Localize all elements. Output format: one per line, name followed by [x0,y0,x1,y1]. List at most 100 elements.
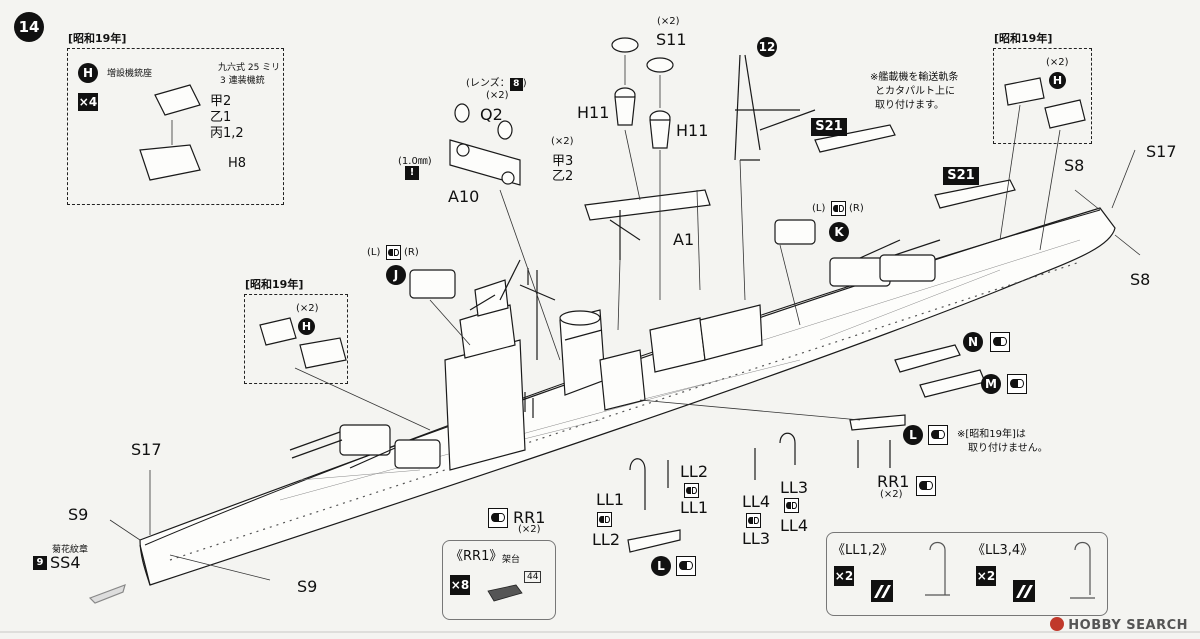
badge-j: J [386,265,406,285]
part-s9-left: S9 [68,505,89,524]
rr1-right-qty: (×2) [880,489,903,500]
q2-qty: (×2) [486,90,509,101]
era-label-top-right: [昭和19年] [994,32,1053,45]
variant-otsu1: 乙1 [210,110,232,125]
lr-icon-k [831,201,846,216]
paint-brush-icon [874,585,891,598]
badge-j-right-label: (R) [404,247,419,258]
lr-icon-ll2-b [684,483,699,498]
ll12-paint-icon [871,580,893,602]
lr-pair-icon-rr1-right [916,476,936,496]
s11-qty: (×2) [657,16,680,27]
turret-parts [409,219,816,299]
rr1-count-badge: ×8 [450,575,470,595]
davit-parts [524,392,891,510]
rail-s21 [814,124,1016,209]
badge-n: N [963,332,983,352]
rr1-part-number: 44 [524,571,542,583]
part-ll2-b: LL2 [680,462,709,481]
part-q2: Q2 [480,105,503,124]
addon-gun-box [67,48,284,205]
s11-h11-parts [611,37,674,149]
ll34-box-title: 《LL3,4》 [972,543,1034,558]
lr-icon-m [1007,374,1027,394]
variant-kou3: 甲3 [552,154,574,169]
bow-direction-arrow [88,584,126,604]
part-s8-top: S8 [1064,156,1085,175]
badge-k: K [829,222,849,242]
drill-icon: ! [405,166,419,180]
gun-type-note-2: 3 連装機銃 [220,76,265,86]
part-rr1-left: RR1 [513,508,546,527]
rr1-stand-icon [487,584,523,602]
step-number-badge: 14 [14,12,44,42]
boats [627,344,986,553]
h-gun-parts [139,77,1086,369]
emblem-label: 菊花紋章 [52,545,89,555]
count-x4-badge: ×4 [78,93,98,111]
part-h11-left: H11 [577,103,610,122]
watermark-logo-icon [1050,617,1065,631]
boat-note-line-2: 取り付けません。 [968,443,1048,454]
variant-hei12: 丙1,2 [210,126,244,141]
ll34-count-badge: ×2 [976,566,996,586]
platform-a10 [449,139,521,186]
part-s17-right: S17 [1146,142,1177,161]
lens-label: (レンズ：8) [466,74,527,91]
thickness-label: (1.0㎜) [398,156,432,167]
main-mast [734,54,816,161]
part-a1: A1 [673,230,695,249]
part-s9-bottom: S9 [297,577,318,596]
lr-icon-n [990,332,1010,352]
badge-l-right: L [903,425,923,445]
badge-k-right-label: (R) [849,203,864,214]
rr1-left-qty: (×2) [518,524,541,535]
badge-step-12: 12 [757,37,777,57]
ss4-number-badge: 9 [33,556,47,570]
forward-turrets [289,424,441,469]
aft-turrets [829,239,941,287]
part-ss4: SS4 [50,553,81,572]
lr-icon-ll1-a [597,512,612,527]
part-ll2-a: LL2 [592,530,621,549]
part-ll4-a: LL4 [742,492,771,511]
lens-number-badge: 8 [509,78,523,91]
part-s17-left: S17 [131,440,162,459]
top-right-gun-box [993,48,1092,144]
lr-icon-l-right [928,425,948,445]
part-h8-label: H8 [228,156,247,171]
ll-detail-parts [925,541,1095,599]
variant-kou2: 甲2 [210,94,232,109]
lr-icon-ll3-b [784,498,799,513]
aircraft-note-line-2: とカタパルト上に [875,86,955,97]
funnel [559,309,606,396]
part-ll4-b: LL4 [780,516,809,535]
lens-close: ) [522,78,527,89]
q2-parts [454,103,513,140]
era-label-mid-left: [昭和19年] [245,278,304,291]
badge-h-top-right: H [1049,72,1066,89]
part-s8-bottom: S8 [1130,270,1151,289]
leader-lines [109,55,1141,581]
badge-h-top-left: H [78,63,98,83]
rr1-detail-box [442,540,556,620]
catapult-a1 [584,189,711,260]
ll34-paint-icon [1013,580,1035,602]
boat-note-line-1: ※[昭和19年]は [957,429,1026,440]
part-ll3-b: LL3 [780,478,809,497]
part-a10: A10 [448,187,480,206]
part-s21-a: S21 [811,118,847,136]
paint-brush-icon [1016,585,1033,598]
mid-left-qty: (×2) [296,303,319,314]
ll12-count-badge: ×2 [834,566,854,586]
part-ll3-a: LL3 [742,529,771,548]
part-s11: S11 [656,30,687,49]
lens-label-text: (レンズ： [466,78,510,89]
part-rr1-right: RR1 [877,472,910,491]
part-s21-b: S21 [943,167,979,185]
top-right-qty: (×2) [1046,57,1069,68]
part-ll1-a: LL1 [596,490,625,509]
lr-pair-icon-rr1-left [488,508,508,528]
